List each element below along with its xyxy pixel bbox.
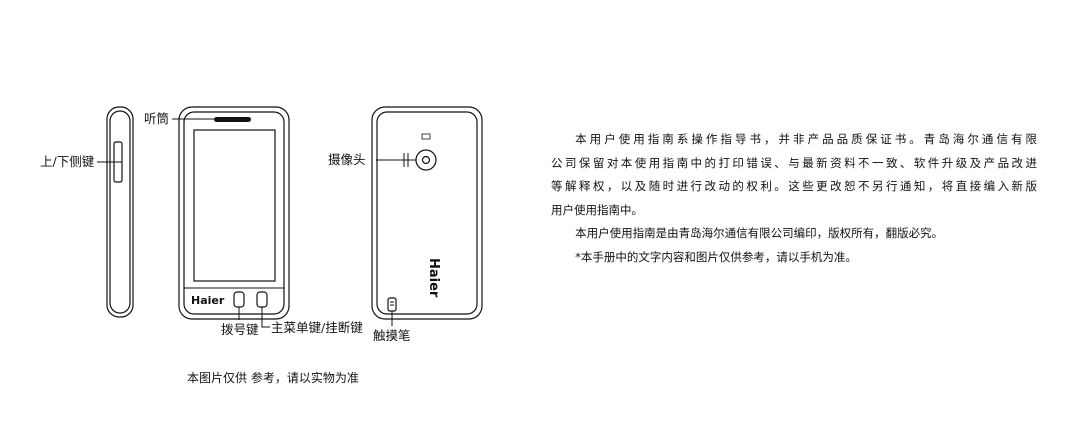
phone-front-view: Haier	[178, 106, 290, 320]
notice-line: 本用户使用指南系操作指导书，并非产品品质保证书。青岛海尔通信有限	[575, 132, 1037, 146]
phone-back-view: Haier	[371, 106, 483, 320]
label-stylus: 触摸笔	[373, 328, 411, 343]
notice-paragraph-1: 本用户使用指南系操作指导书，并非产品品质保证书。青岛海尔通信有限	[551, 128, 1037, 152]
notice-text: 本用户使用指南系操作指导书，并非产品品质保证书。青岛海尔通信有限 公司保留对本使…	[551, 128, 1037, 269]
screen	[193, 129, 276, 282]
notice-paragraph-2: 本用户使用指南是由青岛海尔通信有限公司编印，版权所有，翻版必究。	[575, 226, 944, 240]
image-caption: 本图片仅供 参考，请以实物为准	[187, 371, 359, 385]
earpiece-slot	[214, 117, 251, 122]
back-brand-logo: Haier	[426, 258, 441, 298]
flash-mark	[421, 133, 431, 140]
menu-end-key	[256, 291, 268, 308]
notice-paragraph-1-cont: 公司保留对本使用指南中的打印错误、与最新资料不一致、软件升级及产品改进 等解释权…	[551, 152, 1037, 223]
phone-side-view	[106, 106, 134, 318]
notice-line: 用户使用指南中。	[551, 202, 643, 217]
notice-line: 公司保留对本使用指南中的打印错误、与最新资料不一致、软件升级及产品改进	[551, 155, 1037, 170]
label-earpiece: 听筒	[144, 111, 169, 126]
label-dial-key: 拨号键	[221, 322, 259, 337]
label-side-keys: 上/下侧键	[40, 154, 95, 169]
notice-paragraph-3: *本手册中的文字内容和图片仅供参考，请以手机为准。	[575, 249, 857, 264]
dial-key	[233, 291, 245, 308]
leader-lines	[97, 118, 416, 328]
camera-inner	[421, 155, 431, 165]
label-menu-end-key: 主菜单键/挂断键	[271, 320, 363, 335]
front-brand-logo: Haier	[191, 294, 225, 307]
label-camera: 摄像头	[328, 152, 366, 167]
notice-line: 等解释权，以及随时进行改动的权利。这些更改恕不另行通知，将直接编入新版	[551, 179, 1037, 193]
